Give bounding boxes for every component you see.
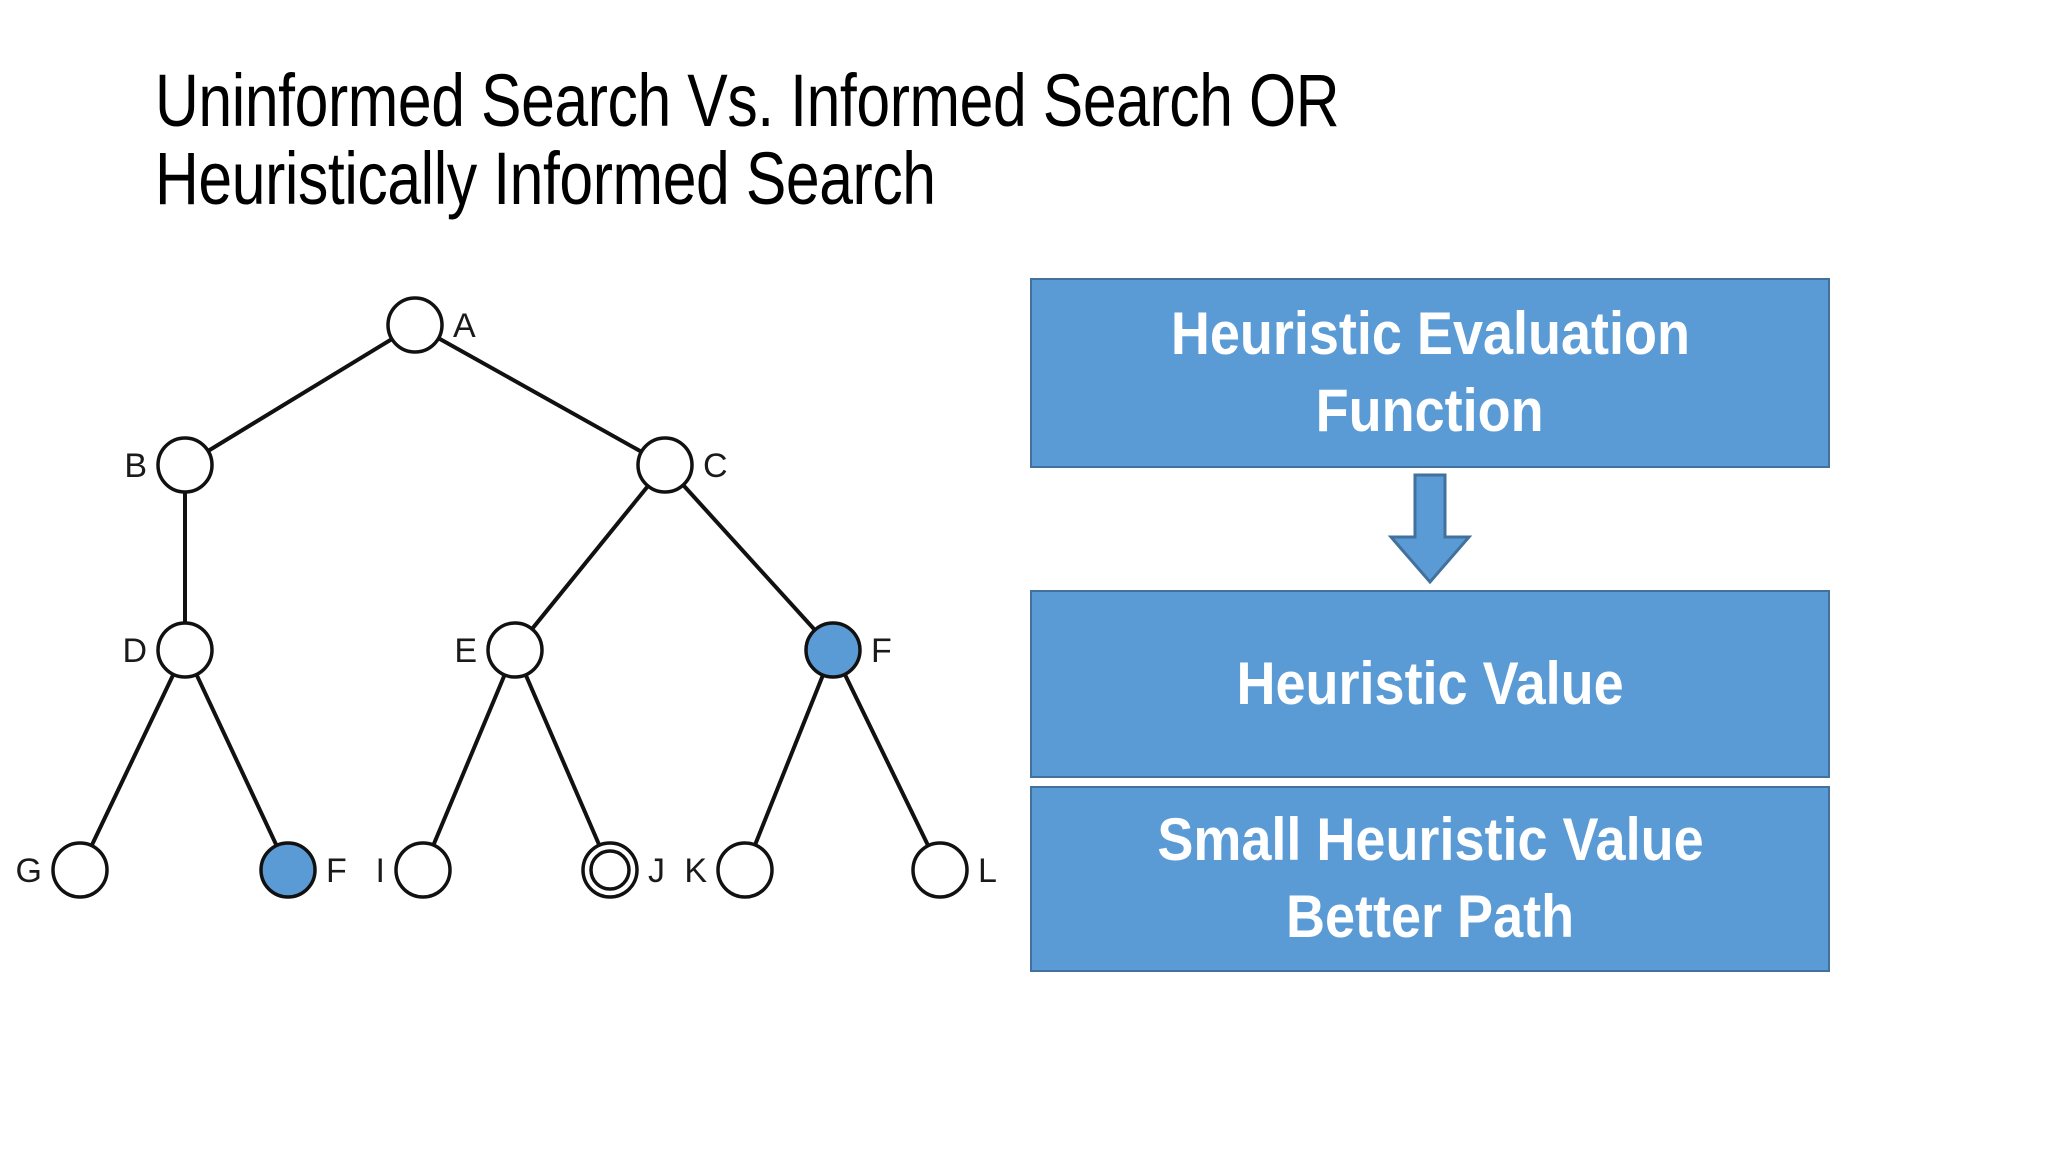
page-title: Uninformed Search Vs. Informed Search OR… [155, 62, 1875, 217]
tree-node-label: D [122, 632, 147, 670]
tree-edge [194, 672, 279, 848]
tree-node-label: G [16, 852, 42, 890]
tree-node-circle [911, 841, 969, 899]
callout-line: Heuristic Value [1236, 649, 1624, 717]
tree-node-circle [386, 296, 444, 354]
tree-node-circle [51, 841, 109, 899]
heuristic-flow-panel: Heuristic Evaluation Function Heuristic … [1030, 278, 1830, 972]
tree-node-label: F [871, 632, 892, 670]
tree-node-a[interactable]: A [386, 296, 476, 354]
tree-node-f[interactable]: F [259, 841, 347, 899]
tree-node-circle [259, 841, 317, 899]
tree-node-label: A [453, 307, 476, 345]
tree-node-label: L [978, 852, 997, 890]
title-line-2: Heuristically Informed Search [155, 136, 936, 220]
tree-node-j[interactable]: J [581, 841, 665, 899]
tree-node-circle [394, 841, 452, 899]
tree-node-circle [636, 436, 694, 494]
tree-node-b[interactable]: B [124, 436, 214, 494]
callout-heuristic-evaluation-function: Heuristic Evaluation Function [1030, 278, 1830, 468]
tree-node-l[interactable]: L [911, 841, 997, 899]
tree-node-label: B [124, 447, 147, 485]
tree-edge [206, 336, 394, 454]
tree-edge [523, 673, 602, 847]
arrow-zone [1030, 468, 1830, 590]
tree-node-c[interactable]: C [636, 436, 728, 494]
tree-edge [752, 673, 826, 847]
callout-line: Better Path [1285, 883, 1575, 950]
tree-node-circle [804, 621, 862, 679]
callout-line: Function [1316, 377, 1544, 444]
tree-edge [431, 673, 507, 847]
tree-node-g[interactable]: G [16, 841, 109, 899]
tree-node-circle [156, 621, 214, 679]
tree-node-label: J [648, 852, 665, 890]
tree-node-label: F [326, 852, 347, 890]
tree-node-circle [486, 621, 544, 679]
tree-node-label: K [684, 852, 707, 890]
tree-edge [842, 672, 931, 848]
callout-line: Small Heuristic Value [1156, 806, 1704, 874]
tree-node-i[interactable]: I [376, 841, 452, 899]
tree-edge [436, 335, 644, 455]
down-arrow-icon [1387, 473, 1473, 585]
tree-node-d[interactable]: D [122, 621, 214, 679]
callout-heuristic-value: Heuristic Value [1030, 590, 1830, 778]
tree-edges [89, 335, 931, 848]
tree-edge [680, 482, 818, 633]
title-line-1: Uninformed Search Vs. Informed Search OR [155, 59, 1340, 142]
tree-edge [529, 483, 651, 632]
tree-node-goal-inner-circle [589, 849, 631, 891]
tree-node-f[interactable]: F [804, 621, 892, 679]
tree-node-circle [716, 841, 774, 899]
tree-node-k[interactable]: K [684, 841, 774, 899]
tree-edge [89, 672, 176, 848]
callout-line: Heuristic Evaluation [1170, 300, 1690, 368]
callout-small-heuristic-value-better-path: Small Heuristic Value Better Path [1030, 786, 1830, 972]
tree-node-label: E [454, 632, 477, 670]
tree-node-e[interactable]: E [454, 621, 544, 679]
tree-node-circle [156, 436, 214, 494]
tree-node-label: I [376, 852, 385, 890]
tree-node-label: C [703, 447, 728, 485]
